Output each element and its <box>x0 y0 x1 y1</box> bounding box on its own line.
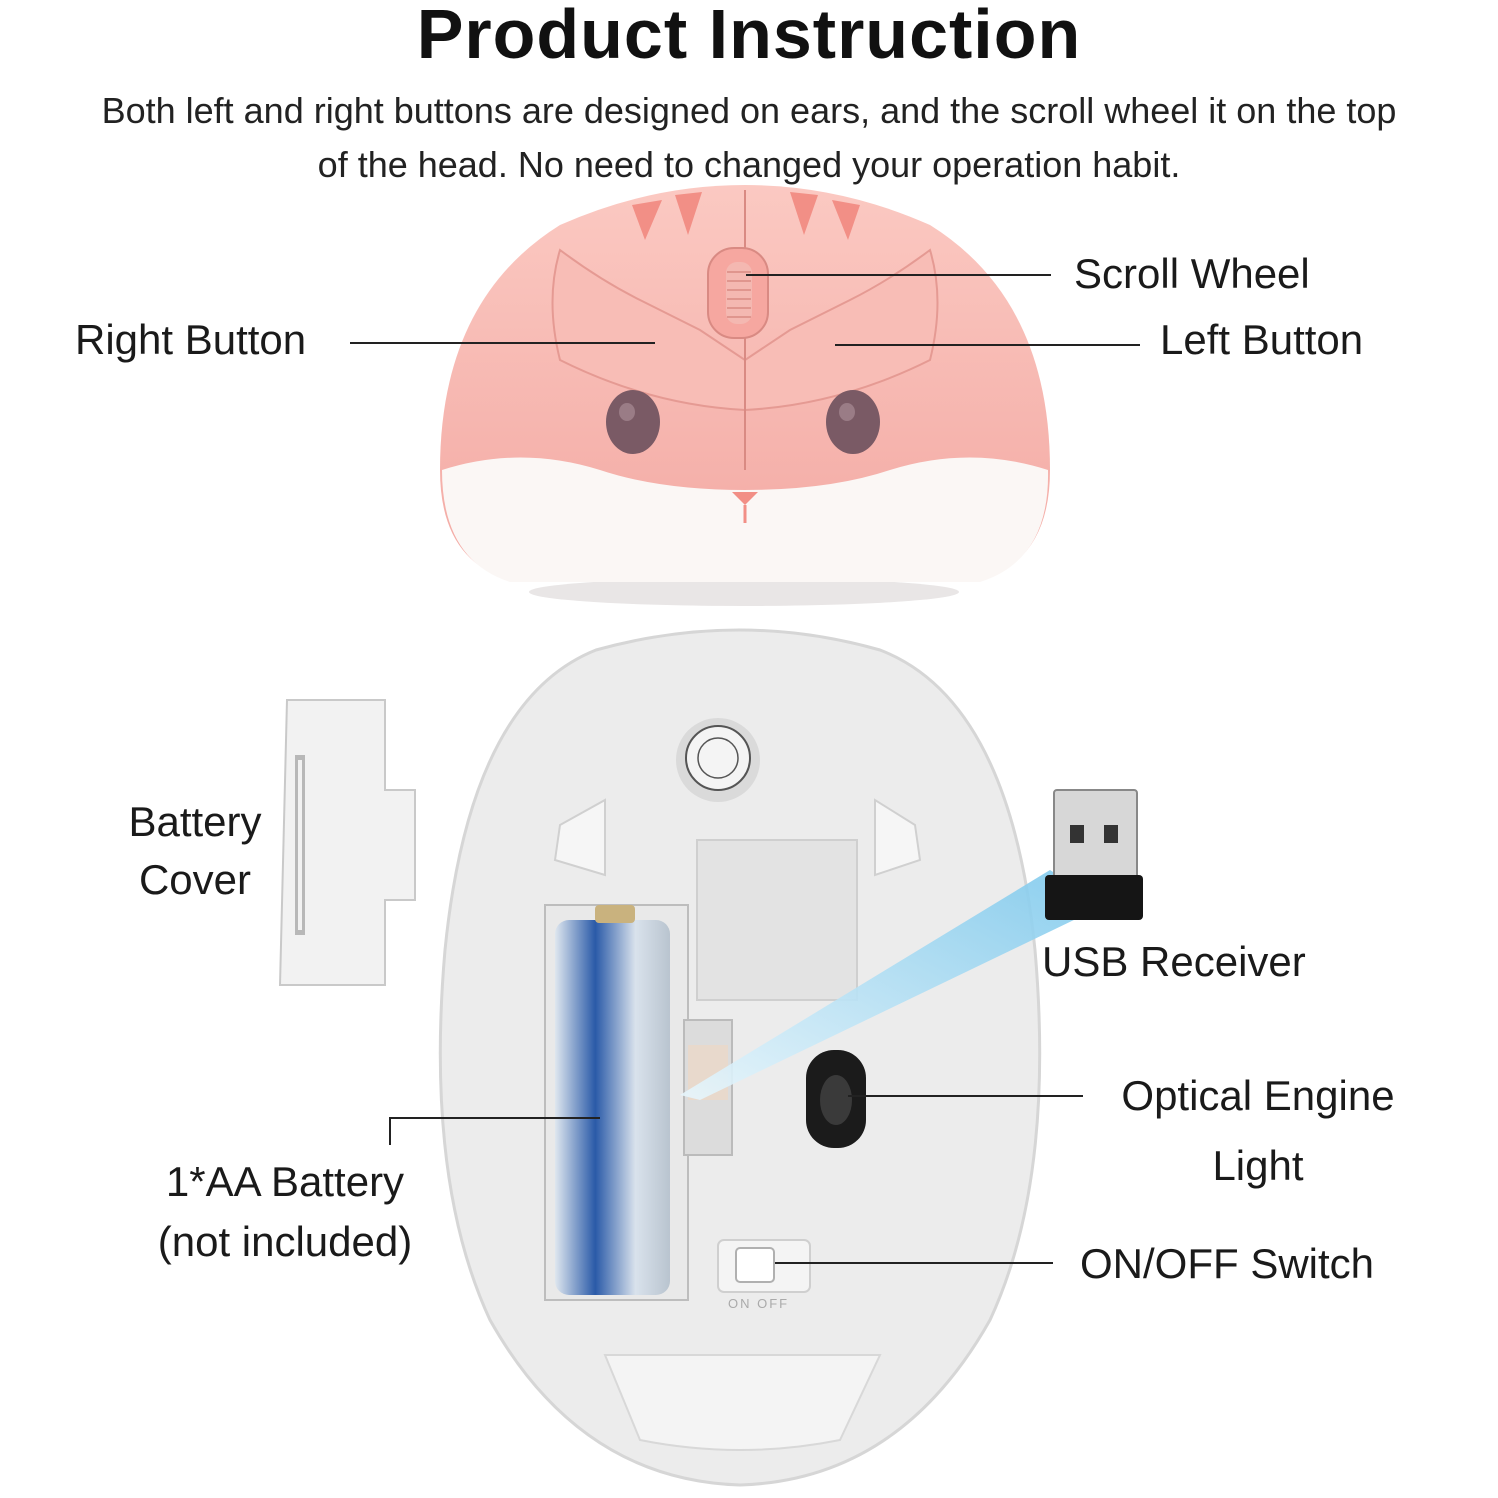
mouse-bottom-view <box>438 628 1042 1487</box>
switch-marking: ON OFF <box>728 1296 790 1311</box>
label-aa-battery-line-1: 1*AA Battery <box>165 1158 405 1205</box>
mouse-top-view <box>440 185 1050 606</box>
eye-icon <box>606 390 660 454</box>
label-aa-battery: 1*AA Battery (not included) <box>130 1158 440 1266</box>
label-battery-cover: Battery Cover <box>95 798 295 904</box>
subtitle-line-1: Both left and right buttons are designed… <box>101 90 1397 131</box>
nose-icon <box>732 492 758 505</box>
left-ear-button <box>744 248 939 412</box>
aa-battery <box>555 920 670 1295</box>
label-optical-engine: Optical Engine Light <box>1098 1072 1418 1190</box>
right-ear-button <box>551 248 746 412</box>
label-right-button: Right Button <box>75 316 307 363</box>
leader-battery-h <box>390 1117 600 1119</box>
label-left-button: Left Button <box>1160 316 1364 363</box>
label-battery-cover-line-2: Cover <box>138 856 252 903</box>
label-optical-engine-line-2: Light <box>1212 1142 1304 1189</box>
leader-battery-v <box>389 1117 391 1145</box>
label-battery-cover-line-1: Battery <box>128 798 262 845</box>
label-optical-engine-line-1: Optical Engine <box>1121 1072 1395 1119</box>
subtitle: Both left and right buttons are designed… <box>0 84 1498 192</box>
usb-receiver-device <box>1045 789 1143 920</box>
label-on-off-switch: ON/OFF Switch <box>1080 1240 1375 1287</box>
certification-seal-icon <box>685 725 751 791</box>
label-scroll-wheel: Scroll Wheel <box>1074 250 1310 297</box>
battery-cover-part <box>278 699 416 986</box>
label-aa-battery-line-2: (not included) <box>157 1218 413 1265</box>
label-usb-receiver: USB Receiver <box>1042 938 1306 985</box>
leader-optical <box>848 1095 1083 1097</box>
receiver-storage-slot <box>696 839 858 1001</box>
page-title: Product Instruction <box>416 0 1082 73</box>
leader-right-button <box>350 342 655 344</box>
leader-scroll-wheel <box>746 274 1051 276</box>
subtitle-line-2: of the head. No need to changed your ope… <box>317 144 1181 185</box>
leader-left-button <box>835 344 1140 346</box>
stripe-icon <box>632 200 662 240</box>
leader-switch <box>775 1262 1053 1264</box>
beam-graphic <box>680 870 1105 1100</box>
